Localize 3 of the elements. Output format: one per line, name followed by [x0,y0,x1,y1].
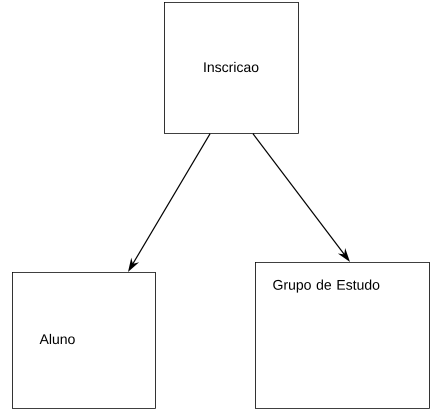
entity-box: Grupo de Estudo [255,262,430,409]
entity-box: Inscricao [164,2,299,134]
entity-box: Aluno [12,272,156,409]
